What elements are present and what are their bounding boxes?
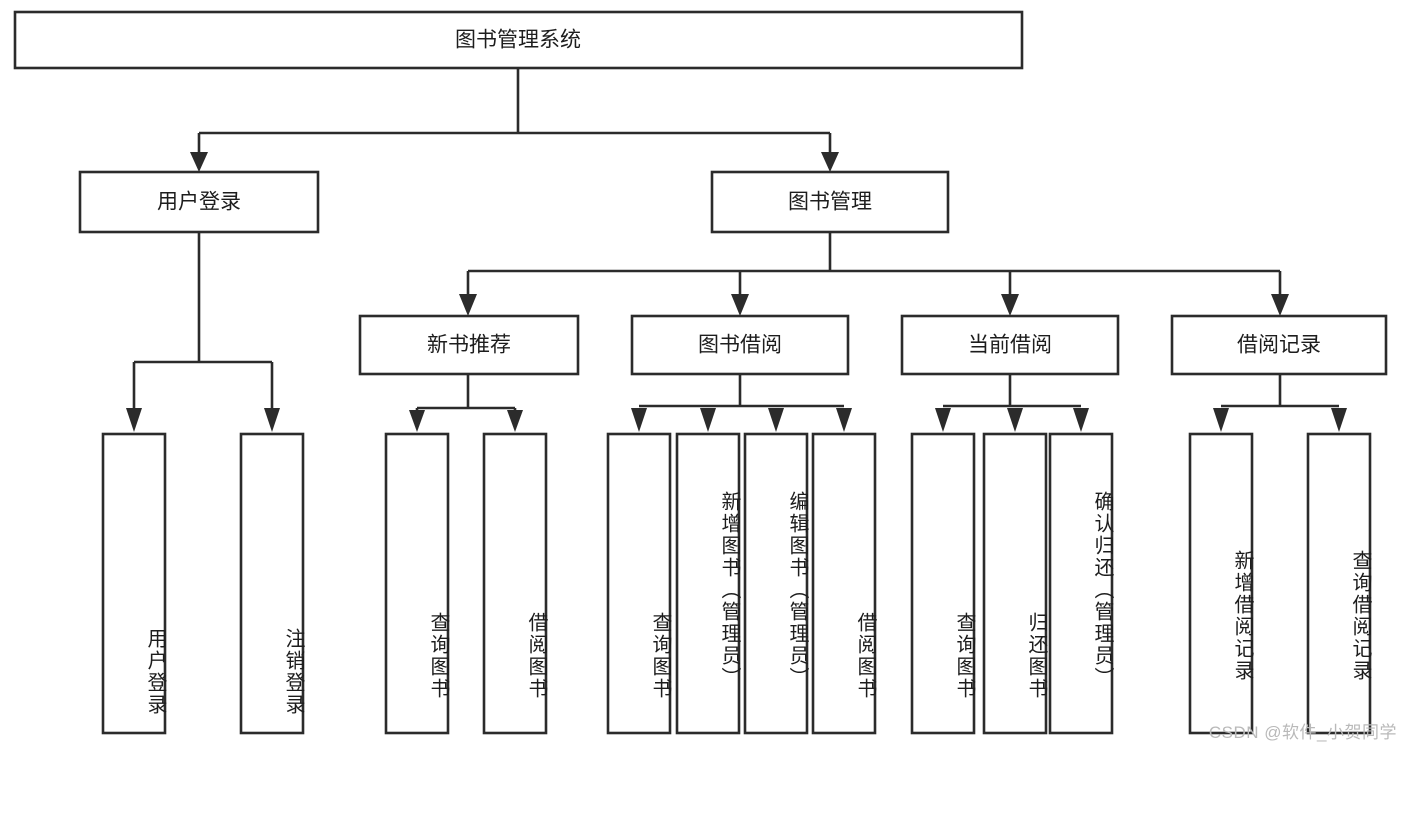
node-leaf-borrow-book-box[interactable] — [811, 432, 877, 735]
node-new-book-recommend-label: 新书推荐 — [427, 334, 511, 357]
node-current-borrow-box[interactable] — [900, 314, 1120, 376]
node-leaf-query-book-borrow-box[interactable] — [606, 432, 672, 735]
arrowhead-leaf-query-book-recommend — [409, 410, 425, 432]
node-leaf-query-book-recommend-box[interactable] — [384, 432, 450, 735]
node-leaf-logout-box[interactable] — [239, 432, 305, 735]
node-book-management-label: 图书管理 — [788, 191, 872, 214]
flowchart-canvas: 图书管理系统 用户登录 图书管理 新书推荐 图书借阅 当前借阅 借阅记录 — [13, 10, 1388, 735]
node-leaf-query-borrow-record-box[interactable] — [1306, 432, 1372, 735]
node-root-box[interactable] — [13, 10, 1024, 70]
node-leaf-confirm-return-admin-box[interactable] — [1048, 432, 1114, 735]
node-new-book-recommend-box[interactable] — [358, 314, 580, 376]
connector-group-new-book-recommend-to-leaves — [409, 374, 523, 432]
node-leaf-user-login-box[interactable] — [101, 432, 167, 735]
connector-group-root-to-level1 — [190, 68, 839, 172]
arrowhead-leaf-add-borrow-record — [1213, 408, 1229, 432]
arrowhead-leaf-user-login — [126, 408, 142, 432]
arrowhead-leaf-query-book-current — [935, 408, 951, 432]
arrowhead-leaf-edit-book-admin — [768, 408, 784, 432]
node-book-borrow-box[interactable] — [630, 314, 850, 376]
arrowhead-leaf-borrow-book — [836, 408, 852, 432]
connector-group-user-login-to-leaves — [126, 232, 280, 432]
arrowhead-book-management — [821, 152, 839, 172]
node-borrow-record-label: 借阅记录 — [1237, 334, 1321, 357]
arrowhead-leaf-return-book — [1007, 408, 1023, 432]
node-leaf-return-book-box[interactable] — [982, 432, 1048, 735]
arrowhead-leaf-add-book-admin — [700, 408, 716, 432]
arrowhead-current-borrow — [1001, 294, 1019, 316]
node-book-management-box[interactable] — [710, 170, 950, 234]
node-leaf-add-book-admin-box[interactable] — [675, 432, 741, 735]
csdn-watermark: CSDN @软件_小贺同学 — [1208, 723, 1397, 742]
arrowhead-user-login — [190, 152, 208, 172]
flowchart-diagram: 图书管理系统 用户登录 图书管理 新书推荐 图书借阅 当前借阅 借阅记录 用户登… — [13, 10, 1397, 742]
arrowhead-leaf-confirm-return-admin — [1073, 408, 1089, 432]
arrowhead-new-book-recommend — [459, 294, 477, 316]
arrowhead-borrow-record — [1271, 294, 1289, 316]
node-book-borrow-label: 图书借阅 — [698, 334, 782, 357]
node-user-login-box[interactable] — [78, 170, 320, 234]
node-user-login-label: 用户登录 — [157, 191, 241, 214]
node-root-label: 图书管理系统 — [455, 29, 581, 52]
arrowhead-leaf-query-borrow-record — [1331, 408, 1347, 432]
connector-group-current-borrow-to-leaves — [935, 374, 1089, 432]
connector-group-book-management-to-level2 — [459, 232, 1289, 316]
node-leaf-edit-book-admin-box[interactable] — [743, 432, 809, 735]
connector-group-book-borrow-to-leaves — [631, 374, 852, 432]
arrowhead-book-borrow — [731, 294, 749, 316]
node-leaf-add-borrow-record-box[interactable] — [1188, 432, 1254, 735]
node-leaf-query-book-current-box[interactable] — [910, 432, 976, 735]
arrowhead-leaf-query-book-borrow — [631, 408, 647, 432]
arrowhead-leaf-logout — [264, 408, 280, 432]
node-current-borrow-label: 当前借阅 — [968, 334, 1052, 357]
arrowhead-leaf-borrow-book-recommend — [507, 410, 523, 432]
node-leaf-borrow-book-recommend-box[interactable] — [482, 432, 548, 735]
node-borrow-record-box[interactable] — [1170, 314, 1388, 376]
connector-group-borrow-record-to-leaves — [1213, 374, 1347, 432]
